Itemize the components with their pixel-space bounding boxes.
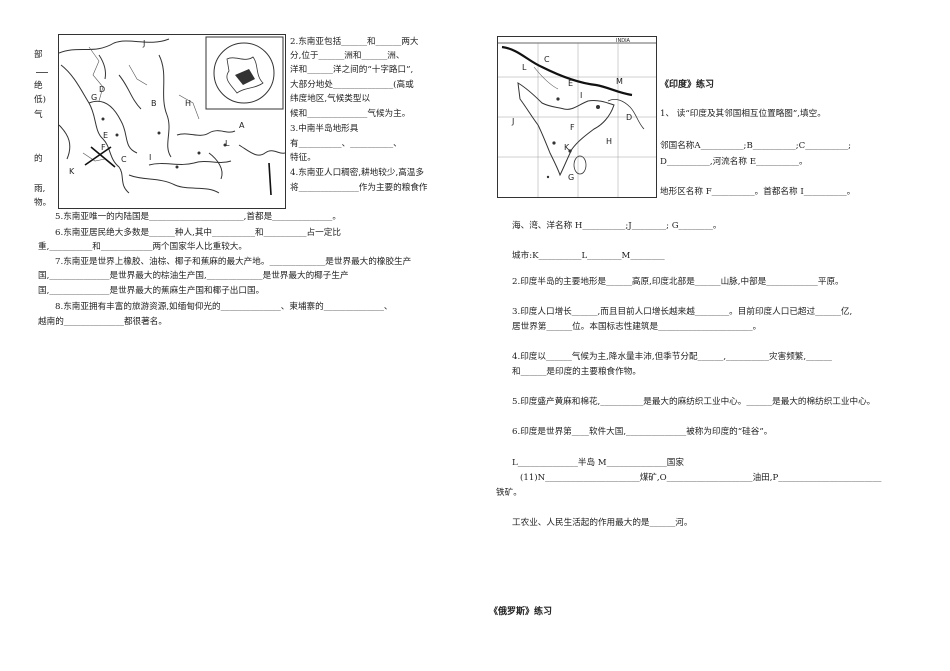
india-question-3-line: 居世界第______位。本国标志性建筑是____________________…	[512, 322, 762, 332]
map-label-e: E	[103, 131, 109, 140]
india-question-4-line: 4.印度以______气候为主,降水量丰沛,但季节分配______,______…	[512, 352, 832, 362]
map-label-j: J	[143, 39, 146, 48]
side-char: 气	[34, 110, 43, 120]
india-question-7-line: 铁矿。	[496, 488, 522, 498]
side-char: 物。	[34, 198, 52, 208]
underline-mark	[36, 72, 48, 73]
india-map-label-g: G	[568, 173, 575, 182]
india-map-label-e: E	[568, 79, 574, 88]
india-map: INDIA C E J F K H G D I L M	[497, 36, 657, 198]
side-char: 雨,	[34, 184, 46, 194]
question-7-line: 国,______________是世界最大的棕油生产国,____________…	[38, 271, 349, 281]
question-5: 5.东南亚唯一的内陆国是______________________,首都是__…	[55, 212, 341, 222]
side-char: 绝	[34, 81, 43, 91]
question-8-line: 越南的______________都很著名。	[38, 317, 167, 327]
question-8-line: 8.东南亚拥有丰富的旅游资源,如缅甸仰光的______________、柬埔寨的…	[55, 302, 393, 312]
question-2-line: 洋和______洋之间的“十字路口”,	[290, 65, 414, 75]
map-label-l: L	[225, 139, 230, 148]
southeast-asia-map-drawing	[58, 36, 286, 196]
india-map-label-d: D	[626, 113, 633, 122]
side-char: 部	[34, 50, 43, 60]
question-7-line: 7.东南亚是世界上橡胶、油棕、椰子和蕉麻的最大产地。_____________是…	[55, 257, 412, 267]
india-map-label-m: M	[616, 77, 623, 86]
india-question-1: 1、 读“印度及其邻国相互位置略图”,填空。	[660, 109, 826, 119]
india-map-label-k: K	[564, 143, 570, 152]
india-map-label-f: F	[570, 123, 575, 132]
india-question-5: 5.印度盛产黄麻和棉花,__________是最大的麻纺织工业中心。______…	[512, 397, 876, 407]
map-label-f: F	[101, 143, 106, 152]
india-map-label-l: L	[522, 63, 527, 72]
southeast-asia-map: J D G B H A E F C I K L	[58, 34, 286, 209]
question-4-line: 4.东南亚人口稠密,耕地较少,高温多	[290, 168, 424, 178]
question-6-line: 6.东南亚居民绝大多数是______种人,其中__________和______…	[55, 228, 341, 238]
india-question-3-line: 3.印度人口增长______,而且目前人口增长越来越________。目前印度人…	[512, 307, 853, 317]
india-map-label-c: C	[544, 55, 550, 64]
india-map-label-i: I	[580, 91, 583, 100]
india-question-8: 工农业、人民生活起的作用最大的是______河。	[512, 518, 693, 528]
india-map-drawing	[498, 42, 656, 197]
map-label-k: K	[69, 167, 75, 176]
question-4-line: 将______________作为主要的粮食作	[290, 183, 428, 193]
map-label-c: C	[121, 155, 127, 164]
india-question-1-line: 邻国名称A__________;B__________;C__________;	[660, 141, 852, 151]
question-3-line: 有__________、__________、	[290, 139, 402, 149]
india-map-label-h: H	[606, 137, 613, 146]
question-2-line: 候和______________气候为主。	[290, 109, 411, 119]
india-question-1-line: D__________,河流名称 E__________。	[660, 157, 808, 167]
question-2-line: 大部分地处______________(高或	[290, 80, 414, 90]
question-7-line: 国,______________是世界最大的蕉麻生产国和椰子出口国。	[38, 286, 265, 296]
question-2-line: 纬度地区,气候类型以	[290, 94, 371, 104]
india-question-1-line: 地形区名称 F__________。首都名称 I__________。	[660, 187, 856, 197]
question-3-line: 3.中南半岛地形具	[290, 124, 359, 134]
map-label-a: A	[239, 121, 245, 130]
question-6-line: 重,__________和____________两个国家华人比重较大。	[38, 242, 247, 252]
side-char: 低)	[34, 95, 46, 105]
india-question-6: 6.印度是世界第____软件大国,______________被称为印度的“硅谷…	[512, 427, 773, 437]
side-char: 的	[34, 154, 43, 164]
map-label-b: B	[151, 99, 157, 108]
map-label-g: G	[91, 93, 98, 102]
russia-section-title: 《俄罗斯》练习	[489, 607, 553, 617]
india-question-4-line: 和______是印度的主要粮食作物。	[512, 367, 641, 377]
india-map-label-j: J	[512, 117, 515, 126]
question-2-line: 分,位于______洲和______洲、	[290, 51, 405, 61]
question-3-line: 特征。	[290, 153, 316, 163]
india-question-1-line: 海、湾、洋名称 H__________;J________; G________…	[512, 221, 722, 231]
india-question-1-line: 城市:K__________L________M________	[512, 251, 665, 261]
india-section-title: 《印度》练习	[660, 80, 715, 90]
map-label-i: I	[149, 153, 152, 162]
map-label-h: H	[185, 99, 192, 108]
map-label-d: D	[99, 85, 106, 94]
india-map-header: INDIA	[616, 38, 630, 44]
india-question-7-line: L______________半岛 M______________国家	[512, 458, 684, 468]
question-2-line: 2.东南亚包括______和______两大	[290, 37, 419, 47]
india-question-7-line: (11)N______________________煤矿,O_________…	[520, 473, 882, 483]
india-question-2: 2.印度半岛的主要地形是______高原,印度北部是______山脉,中部是__…	[512, 277, 844, 287]
